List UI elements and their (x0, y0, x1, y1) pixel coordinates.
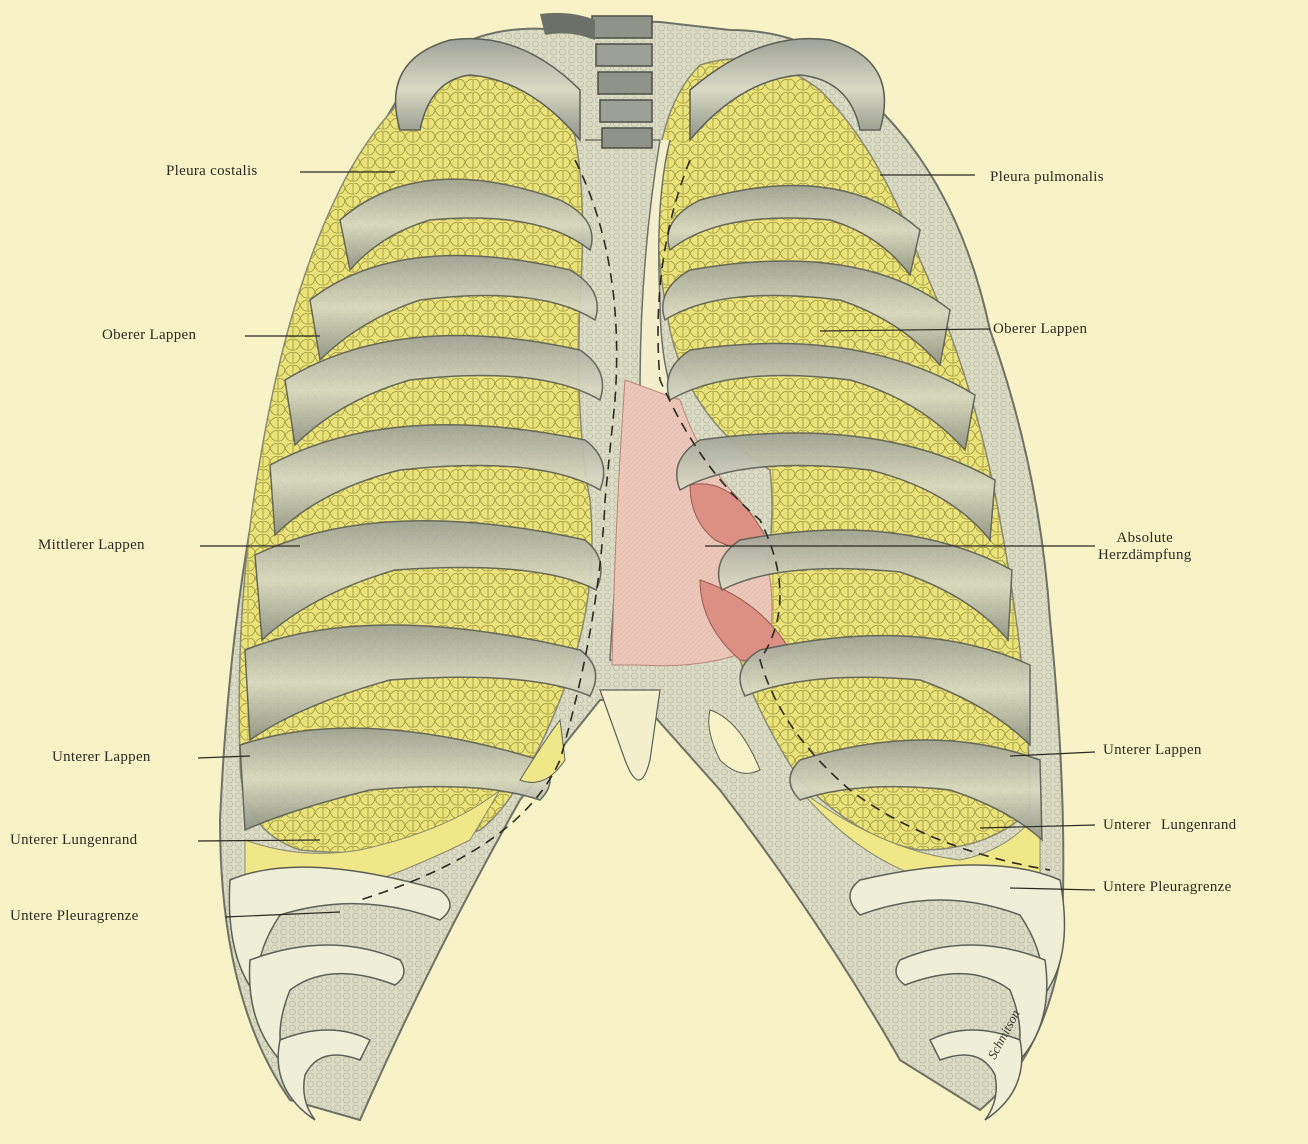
label-untere-pleuragrenze-left: Untere Pleuragrenze (10, 908, 139, 925)
label-pleura-costalis: Pleura costalis (166, 163, 258, 180)
label-oberer-lappen-left: Oberer Lappen (102, 327, 196, 344)
label-unterer-lappen-right: Unterer Lappen (1103, 742, 1202, 759)
label-absolute-herzdaempfung: Absolute Herzdämpfung (1098, 530, 1192, 564)
label-mittlerer-lappen: Mittlerer Lappen (38, 537, 145, 554)
label-oberer-lappen-right: Oberer Lappen (993, 321, 1087, 338)
label-unterer-lungenrand-left: Unterer Lungenrand (10, 832, 137, 849)
label-unterer-lappen-left: Unterer Lappen (52, 749, 151, 766)
label-absolute-line2: Herzdämpfung (1098, 547, 1192, 564)
label-untere-pleuragrenze-right: Untere Pleuragrenze (1103, 879, 1232, 896)
label-absolute-line1: Absolute (1098, 530, 1192, 547)
label-pleura-pulmonalis: Pleura pulmonalis (990, 169, 1104, 186)
label-unterer-lungenrand-right: Unterer Lungenrand (1103, 817, 1236, 834)
